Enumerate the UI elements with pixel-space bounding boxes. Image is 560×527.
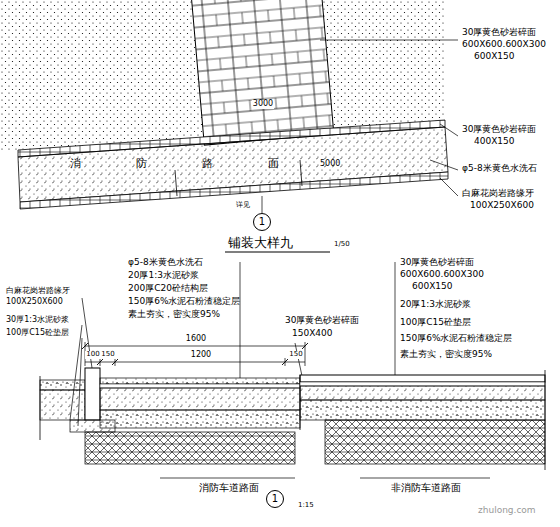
dimension-text: 3000 bbox=[252, 100, 274, 109]
callout-text: 20厚1:3水泥砂浆 bbox=[128, 271, 199, 281]
callout-text: 600X150 bbox=[474, 52, 515, 62]
callout-text: 详见 bbox=[236, 202, 250, 210]
callout-text: 100厚C15砼垫层 bbox=[400, 318, 471, 328]
section-marker-circle: 1 bbox=[253, 213, 271, 231]
callout-text: 30厚黄色砂岩碎面 bbox=[285, 316, 359, 326]
plan-view bbox=[0, 0, 458, 252]
callout-text: 400X150 bbox=[474, 137, 515, 147]
callout-text: 铺装大样九 bbox=[228, 236, 293, 250]
dimension-text: 5000 bbox=[320, 160, 340, 169]
callout-text: 30厚1:3水泥砂浆 bbox=[6, 316, 69, 325]
callout-text: 消防路面 bbox=[70, 158, 334, 170]
dimension-text: 150 bbox=[100, 351, 115, 359]
callout-text: 30厚黄色砂岩碎面 bbox=[462, 28, 536, 38]
callout-text: 1/50 bbox=[334, 241, 350, 249]
callout-text: 200厚C20砼结构层 bbox=[128, 284, 208, 294]
callout-text: 600X600.600X300 bbox=[400, 270, 484, 280]
callout-text: 消防车道路面 bbox=[198, 482, 260, 493]
callout-text: 素土夯实，密实度95% bbox=[128, 310, 220, 320]
dimension-text: 1600 bbox=[185, 335, 207, 344]
dimension-text: 150 bbox=[288, 351, 303, 359]
callout-text: 白麻花岗岩路缘牙 bbox=[462, 189, 534, 199]
callout-text: φ5-8米黄色水洗石 bbox=[128, 258, 203, 268]
callout-text: 非消防车道路面 bbox=[390, 482, 462, 493]
callout-text: 100X250X600 bbox=[6, 298, 63, 307]
callout-text: φ5-8米黄色水洗石 bbox=[462, 164, 537, 174]
section-number: 1 bbox=[259, 217, 265, 227]
dimension-text: 1200 bbox=[190, 351, 212, 360]
callout-text: 白麻花岗岩路缘牙 bbox=[6, 287, 70, 296]
callout-text: 600X150 bbox=[412, 282, 453, 292]
section-number: 1 bbox=[272, 494, 278, 504]
callout-text: 30厚黄色砂岩碎面 bbox=[400, 258, 474, 268]
callout-text: 600X600.600X300 bbox=[462, 40, 546, 50]
callout-text: 150厚6%水泥石粉渣稳定层 bbox=[128, 297, 240, 307]
callout-text: 30厚黄色砂岩碎面 bbox=[462, 125, 536, 135]
callout-text: 1:15 bbox=[298, 502, 314, 510]
section-view bbox=[40, 262, 545, 478]
callout-text: 100厚C15砼垫层 bbox=[6, 329, 69, 338]
callout-text: 20厚1:3水泥砂浆 bbox=[400, 300, 471, 310]
callout-text: 素土夯实，密实度95% bbox=[400, 350, 492, 360]
callout-text: 150X400 bbox=[292, 329, 333, 339]
callout-text: 100X250X600 bbox=[470, 201, 534, 211]
dimension-text: 100 bbox=[85, 351, 100, 359]
callout-text: zhulong.com bbox=[478, 506, 536, 516]
callout-text: 150厚6%水泥石粉渣稳定层 bbox=[400, 334, 512, 344]
section-marker-circle: 1 bbox=[266, 490, 284, 508]
